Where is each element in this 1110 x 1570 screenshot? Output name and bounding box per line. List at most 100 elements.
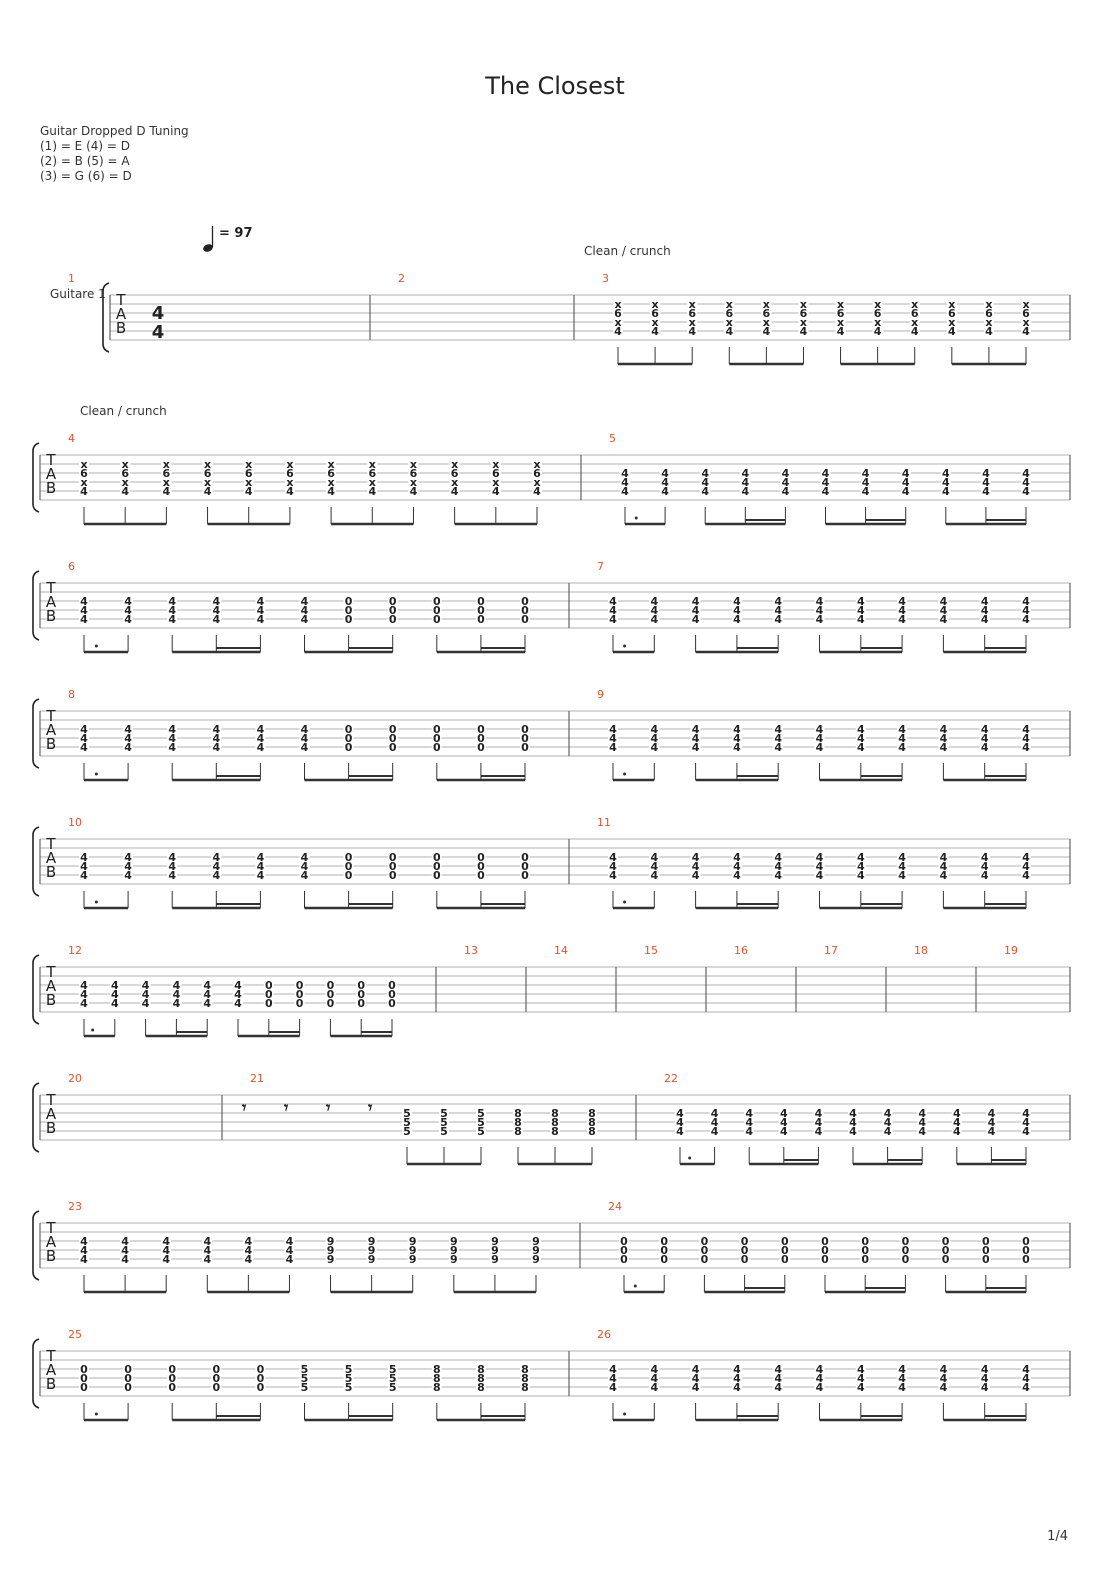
fret-number: 4 — [80, 485, 88, 498]
fret-bg — [731, 733, 742, 743]
fret-bg — [814, 605, 825, 615]
fret-number: x — [911, 316, 918, 329]
fret-bg — [608, 596, 618, 606]
fret-number: 4 — [898, 1381, 906, 1394]
fret-number: 4 — [245, 1244, 253, 1257]
fret-bg — [387, 724, 398, 734]
fret-bg — [650, 308, 661, 318]
fret-number: 4 — [609, 613, 617, 626]
fret-number: 4 — [173, 979, 181, 992]
fret-number: 4 — [774, 741, 782, 754]
fret-number: 0 — [345, 595, 353, 608]
tuning-info: Guitar Dropped D Tuning (1) = E (4) = D … — [40, 124, 189, 184]
fret-bg — [938, 1373, 949, 1383]
fret-bg — [123, 596, 134, 606]
fret-bg — [325, 998, 336, 1008]
fret-bg — [983, 299, 994, 309]
system-bracket — [32, 826, 40, 897]
fret-bg — [798, 299, 809, 309]
fret-bg — [161, 459, 172, 469]
fret-number: 0 — [521, 869, 529, 882]
fret-bg — [1021, 724, 1031, 734]
fret-number: 4 — [1022, 476, 1030, 489]
fret-number: 4 — [898, 613, 906, 626]
fret-number: 4 — [898, 595, 906, 608]
tab-clef-letter: T — [45, 1091, 56, 1109]
fret-number: 9 — [491, 1235, 499, 1248]
fret-bg — [243, 459, 254, 469]
fret-number: 4 — [204, 485, 212, 498]
fret-bg — [449, 477, 460, 487]
fret-bg — [909, 326, 920, 336]
fret-number: 4 — [733, 851, 741, 864]
fret-number: 4 — [245, 1235, 253, 1248]
fret-bg — [343, 605, 354, 615]
fret-number: 0 — [701, 1235, 709, 1248]
fret-number: 4 — [212, 613, 220, 626]
fret-number: 0 — [124, 1363, 132, 1376]
fret-number: 4 — [1022, 869, 1030, 882]
quarter-note-icon — [203, 226, 214, 252]
fret-number: 4 — [701, 476, 709, 489]
fret-number: 4 — [692, 613, 700, 626]
fret-number: 8 — [521, 1381, 529, 1394]
tab-clef-letter: B — [46, 607, 56, 625]
fret-bg — [489, 1236, 500, 1246]
fret-bg — [860, 1236, 871, 1246]
fret-number: 0 — [781, 1244, 789, 1257]
fret-number: 4 — [857, 741, 865, 754]
fret-number: 4 — [918, 1125, 926, 1138]
fret-bg — [343, 870, 354, 880]
fret-bg — [739, 1254, 750, 1264]
fret-bg — [979, 614, 990, 624]
fret-bg — [109, 998, 120, 1008]
tab-clef-letter: T — [45, 707, 56, 725]
fret-bg — [263, 998, 274, 1008]
fret-bg — [613, 317, 623, 327]
fret-bg — [243, 1254, 254, 1264]
fret-bg — [897, 852, 908, 862]
fret-bg — [284, 486, 295, 496]
fret-bg — [120, 1236, 131, 1246]
fret-number: 0 — [433, 869, 441, 882]
fret-bg — [986, 1117, 997, 1127]
fret-bg — [897, 733, 908, 743]
fret-number: 4 — [774, 860, 782, 873]
fret-number: 4 — [80, 997, 88, 1010]
fret-number: x — [533, 458, 540, 471]
fret-number: 4 — [609, 1363, 617, 1376]
system-bracket — [32, 1082, 40, 1153]
fret-number: 4 — [1022, 741, 1030, 754]
fret-bg — [820, 1236, 830, 1246]
fret-number: 4 — [815, 1116, 823, 1129]
fret-bg — [520, 1382, 530, 1392]
fret-bg — [814, 733, 825, 743]
measure-number: 18 — [914, 944, 928, 957]
tab-clef-letter: B — [46, 1247, 56, 1265]
fret-number: 4 — [124, 595, 132, 608]
fret-bg — [431, 724, 442, 734]
fret-bg — [938, 1382, 949, 1392]
fret-bg — [650, 326, 661, 336]
fret-bg — [476, 1108, 486, 1118]
fret-bg — [659, 1245, 670, 1255]
fret-bg — [489, 1245, 500, 1255]
fret-bg — [255, 870, 266, 880]
fret-number: 4 — [953, 1116, 961, 1129]
fret-bg — [520, 596, 530, 606]
fret-bg — [161, 468, 172, 478]
fret-number: 4 — [774, 732, 782, 745]
fret-number: 4 — [80, 741, 88, 754]
fret-number: 4 — [982, 467, 990, 480]
fret-bg — [946, 326, 957, 336]
fret-number: 0 — [521, 604, 529, 617]
fret-bg — [255, 1382, 266, 1392]
fret-number: 4 — [815, 1125, 823, 1138]
fret-number: 5 — [345, 1363, 353, 1376]
fret-number: 4 — [782, 467, 790, 480]
fret-bg — [1021, 317, 1031, 327]
fret-bg — [233, 980, 243, 990]
fret-number: 4 — [918, 1116, 926, 1129]
fret-bg — [431, 733, 442, 743]
fret-bg — [608, 861, 618, 871]
